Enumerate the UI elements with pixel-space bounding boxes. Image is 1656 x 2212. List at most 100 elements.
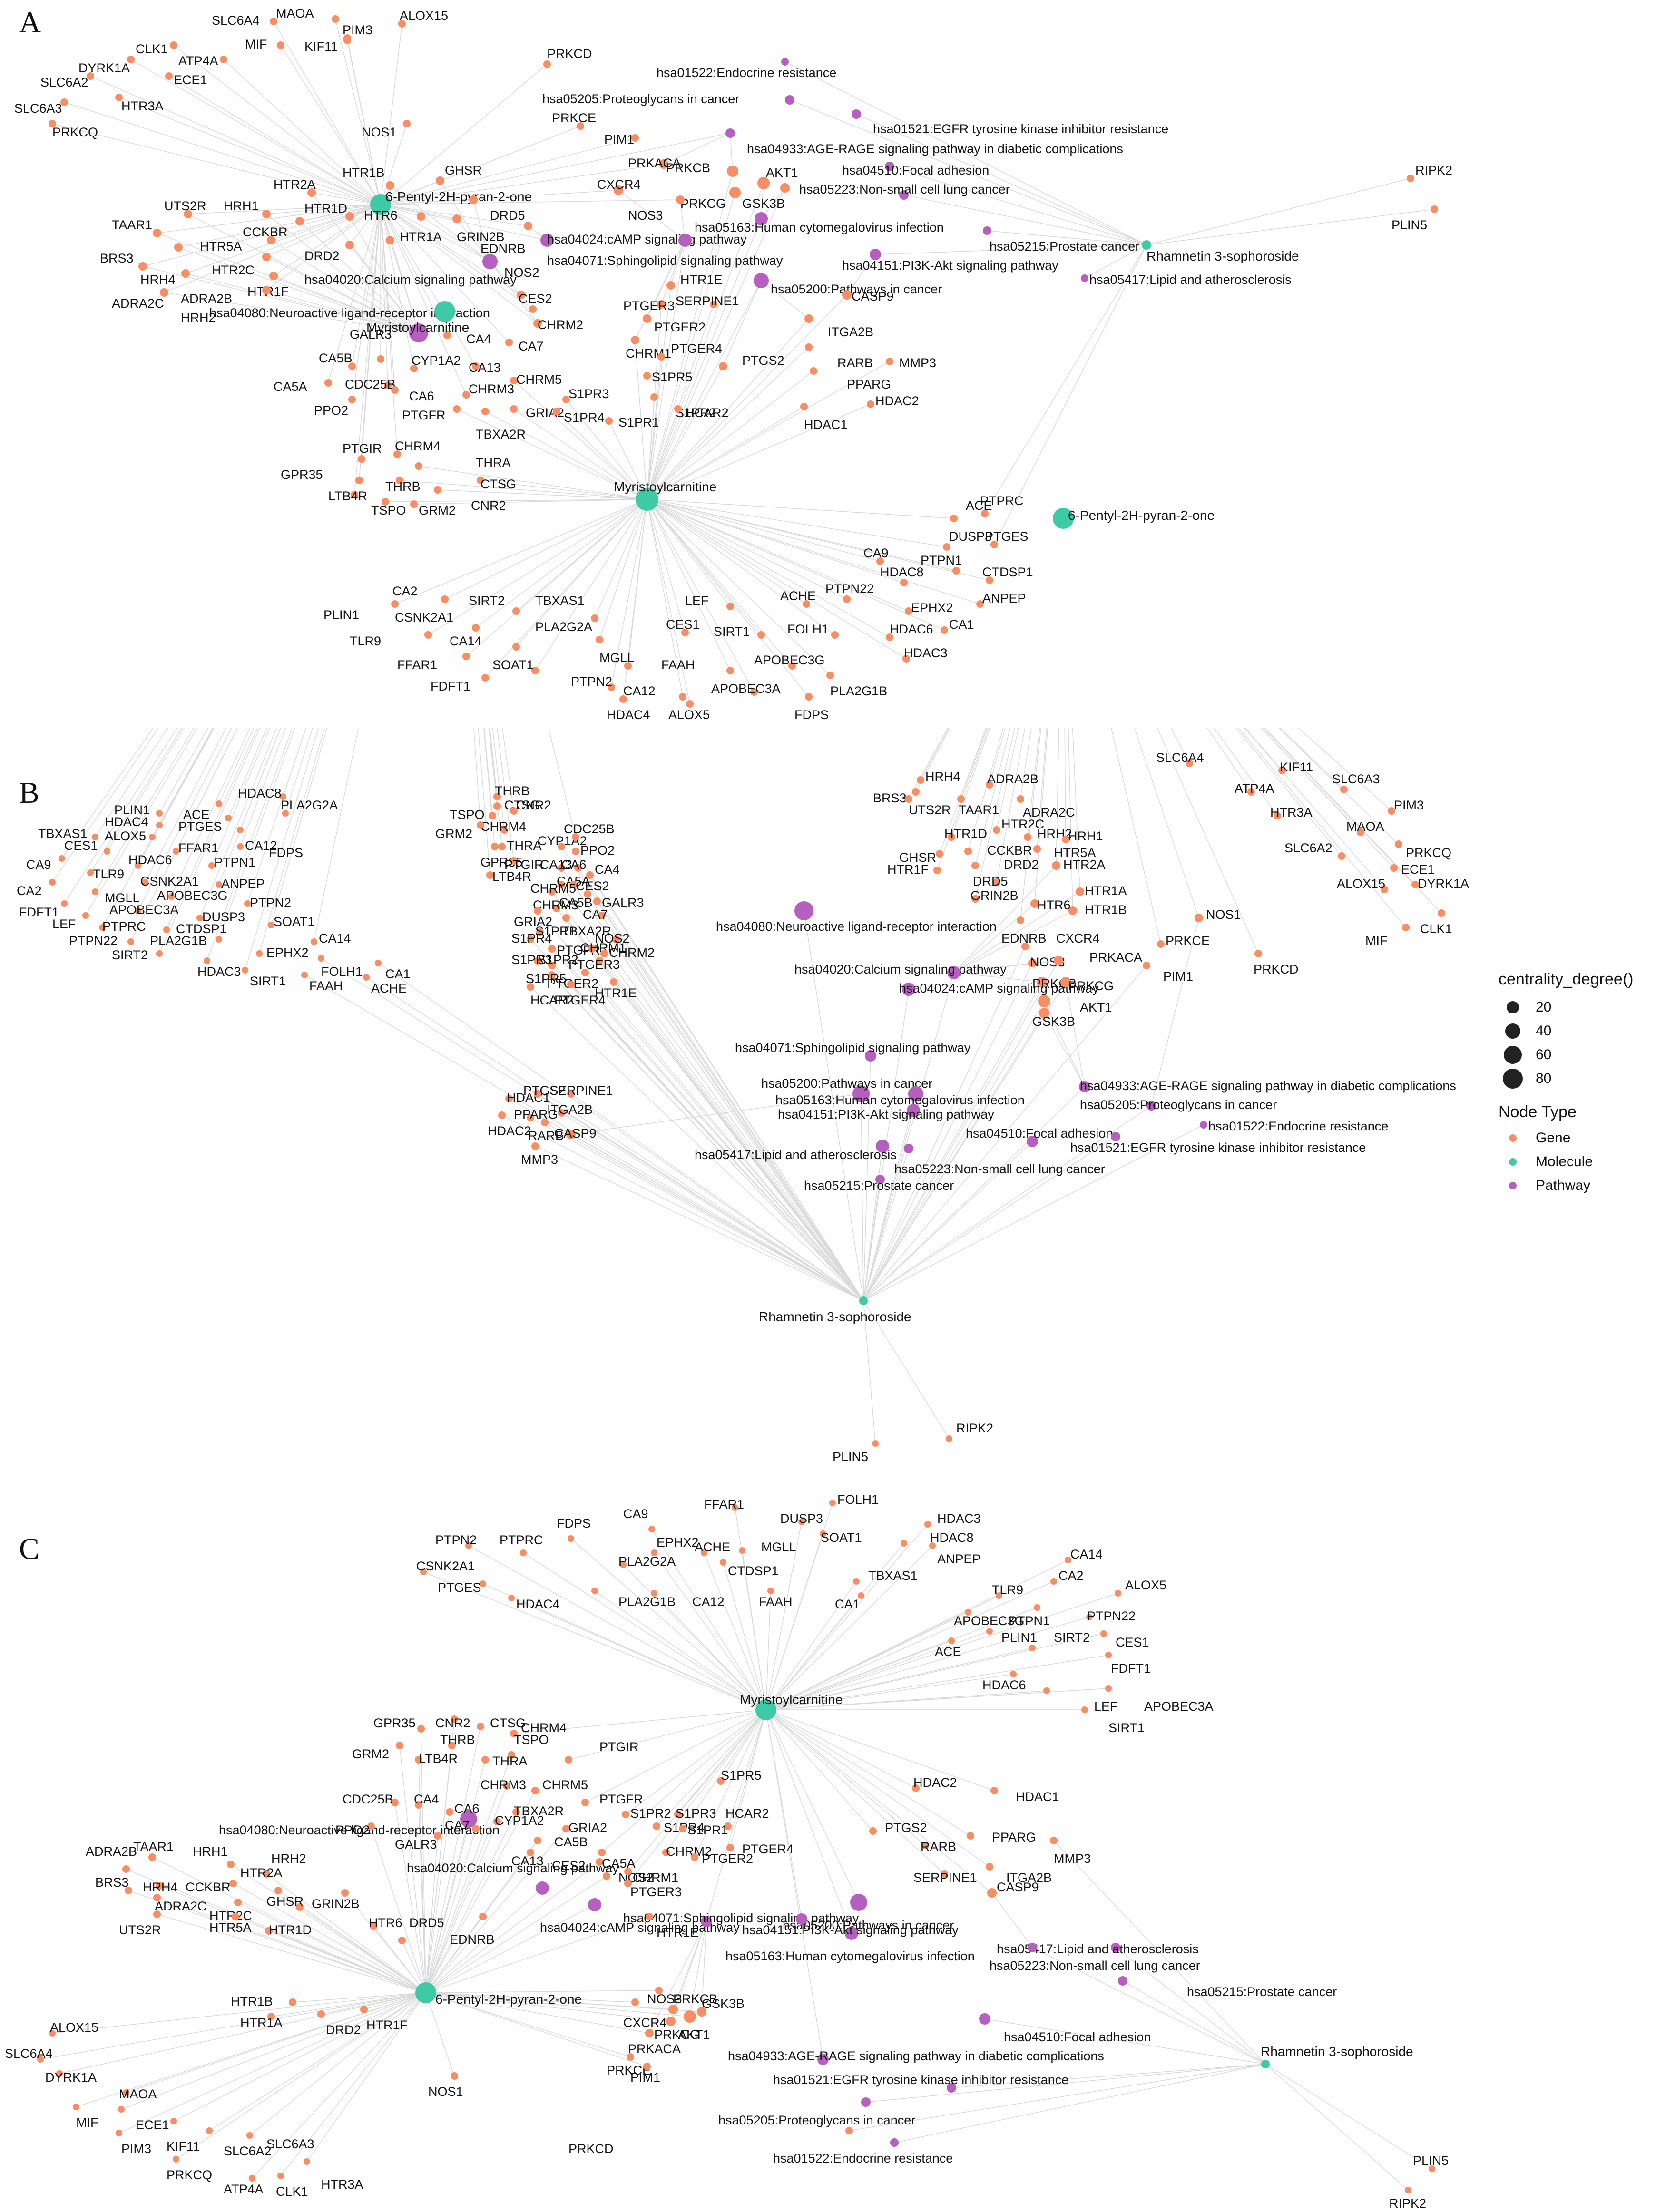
gene-node[interactable]: [56, 2070, 63, 2077]
gene-node[interactable]: [377, 355, 384, 363]
gene-node[interactable]: [289, 1998, 296, 2006]
molecule-node[interactable]: [755, 1699, 776, 1720]
gene-node[interactable]: [348, 396, 356, 403]
gene-node[interactable]: [651, 1549, 657, 1556]
gene-node[interactable]: [803, 600, 810, 608]
pathway-node[interactable]: [794, 901, 813, 920]
gene-node[interactable]: [584, 890, 591, 898]
gene-node[interactable]: [531, 667, 539, 674]
gene-node[interactable]: [1043, 1687, 1050, 1694]
gene-node[interactable]: [345, 212, 354, 221]
gene-node[interactable]: [612, 935, 620, 943]
gene-node[interactable]: [691, 1853, 698, 1861]
gene-node[interactable]: [317, 2010, 325, 2018]
gene-node[interactable]: [149, 834, 156, 840]
gene-node[interactable]: [370, 1922, 377, 1930]
pathway-node[interactable]: [904, 1144, 913, 1153]
gene-node[interactable]: [842, 290, 852, 300]
gene-node[interactable]: [265, 1927, 273, 1935]
gene-node[interactable]: [256, 950, 263, 957]
gene-node[interactable]: [60, 98, 68, 106]
gene-node[interactable]: [99, 924, 106, 931]
gene-node[interactable]: [586, 871, 594, 879]
gene-node[interactable]: [657, 353, 665, 361]
gene-node[interactable]: [49, 879, 56, 886]
gene-node[interactable]: [936, 850, 943, 858]
gene-node[interactable]: [225, 815, 232, 821]
gene-node[interactable]: [565, 1756, 572, 1764]
gene-node[interactable]: [174, 243, 183, 252]
gene-node[interactable]: [512, 1808, 520, 1816]
gene-node[interactable]: [929, 1542, 936, 1549]
gene-node[interactable]: [493, 802, 501, 810]
gene-node[interactable]: [941, 626, 948, 634]
pathway-node[interactable]: [890, 2138, 899, 2147]
gene-node[interactable]: [646, 1913, 653, 1920]
gene-node[interactable]: [391, 600, 399, 608]
gene-node[interactable]: [562, 914, 570, 922]
gene-node[interactable]: [1278, 767, 1286, 774]
gene-node[interactable]: [964, 848, 972, 855]
pathway-node[interactable]: [885, 162, 894, 171]
gene-node[interactable]: [500, 826, 508, 834]
gene-node[interactable]: [165, 72, 173, 80]
gene-node[interactable]: [216, 936, 222, 943]
gene-node[interactable]: [624, 1880, 632, 1887]
gene-node[interactable]: [263, 1870, 270, 1878]
gene-node[interactable]: [396, 477, 403, 484]
gene-node[interactable]: [912, 788, 920, 796]
gene-node[interactable]: [304, 2158, 310, 2165]
gene-node[interactable]: [415, 1801, 422, 1809]
gene-node[interactable]: [876, 557, 884, 565]
gene-node[interactable]: [987, 1888, 997, 1898]
gene-node[interactable]: [668, 2005, 678, 2014]
gene-node[interactable]: [986, 781, 993, 789]
gene-node[interactable]: [858, 1592, 864, 1599]
gene-node[interactable]: [434, 486, 441, 494]
gene-node[interactable]: [472, 624, 480, 632]
gene-node[interactable]: [800, 403, 808, 410]
pathway-node[interactable]: [983, 226, 991, 235]
gene-node[interactable]: [912, 1784, 920, 1792]
gene-node[interactable]: [1021, 943, 1029, 950]
gene-node[interactable]: [529, 305, 537, 313]
gene-node[interactable]: [1086, 1614, 1093, 1620]
gene-node[interactable]: [653, 1822, 660, 1830]
gene-node[interactable]: [489, 812, 496, 819]
gene-node[interactable]: [976, 600, 984, 608]
gene-node[interactable]: [1411, 881, 1419, 888]
gene-node[interactable]: [391, 1799, 399, 1806]
gene-node[interactable]: [1065, 1557, 1071, 1563]
pathway-node[interactable]: [908, 1086, 923, 1101]
gene-node[interactable]: [757, 631, 765, 639]
gene-node[interactable]: [262, 210, 271, 218]
gene-node[interactable]: [386, 181, 394, 190]
gene-node[interactable]: [886, 358, 893, 365]
gene-node[interactable]: [451, 1715, 458, 1723]
pathway-node[interactable]: [876, 1140, 889, 1153]
gene-node[interactable]: [603, 1872, 610, 1880]
gene-node[interactable]: [1390, 864, 1398, 872]
gene-node[interactable]: [724, 1822, 732, 1830]
gene-node[interactable]: [296, 1903, 304, 1911]
gene-node[interactable]: [726, 667, 734, 674]
gene-node[interactable]: [436, 176, 444, 185]
gene-node[interactable]: [1340, 786, 1348, 793]
gene-node[interactable]: [548, 945, 556, 953]
gene-node[interactable]: [527, 1114, 534, 1121]
gene-node[interactable]: [508, 1595, 515, 1601]
gene-node[interactable]: [462, 391, 470, 399]
gene-node[interactable]: [341, 1889, 349, 1897]
gene-node[interactable]: [531, 1787, 539, 1794]
pathway-node[interactable]: [899, 190, 909, 200]
gene-node[interactable]: [410, 365, 418, 372]
pathway-node[interactable]: [588, 1898, 601, 1911]
gene-node[interactable]: [1431, 205, 1438, 213]
gene-node[interactable]: [591, 614, 598, 622]
gene-node[interactable]: [1052, 861, 1060, 870]
gene-node[interactable]: [37, 2056, 44, 2063]
gene-node[interactable]: [510, 405, 518, 413]
gene-node[interactable]: [267, 2013, 275, 2020]
pathway-node[interactable]: [947, 2083, 956, 2093]
gene-node[interactable]: [216, 800, 222, 807]
